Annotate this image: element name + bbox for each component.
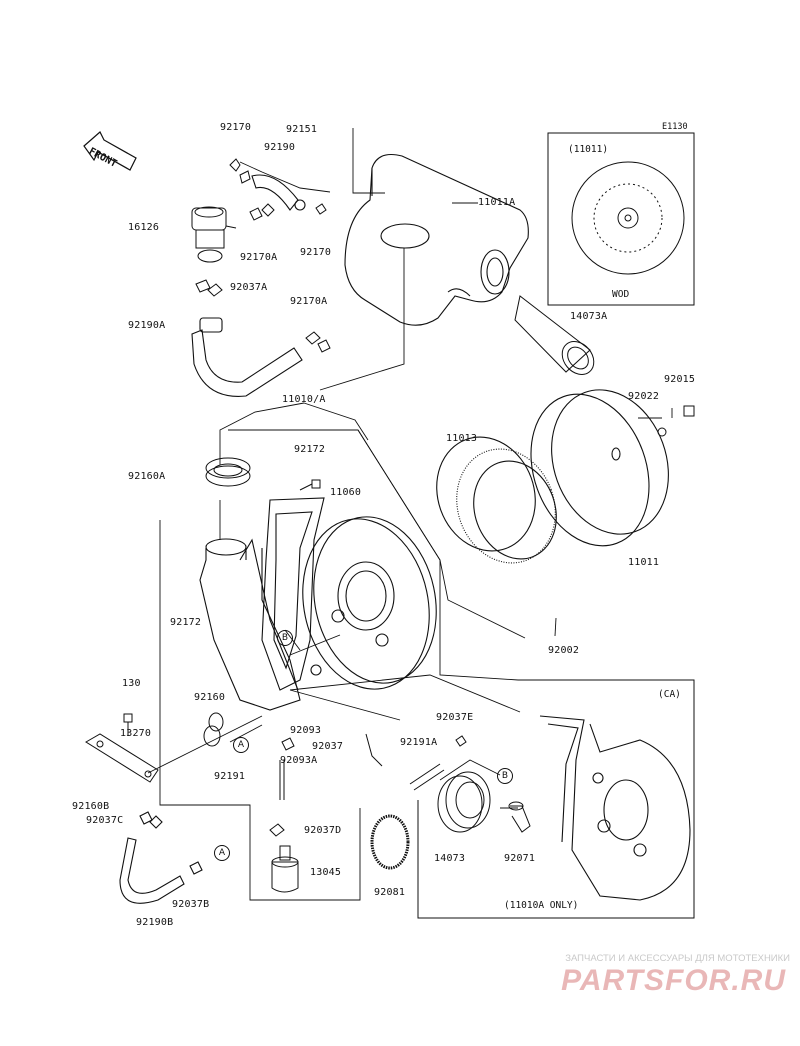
- part-label: 92170A: [240, 252, 278, 263]
- hose-92190A: [191, 317, 303, 397]
- diagram-code: E1130: [662, 122, 688, 132]
- bolt-130: [123, 713, 133, 736]
- inset-ca-caption: (11010A ONLY): [504, 900, 579, 911]
- pin-92191A: [409, 735, 467, 791]
- part-label: 92037B: [172, 899, 210, 910]
- part-label: 92151: [286, 124, 318, 135]
- part-label: 92160: [194, 692, 226, 703]
- part-label: 92015: [664, 374, 696, 385]
- part-label: 92022: [628, 391, 660, 402]
- seal-14073: [437, 771, 491, 833]
- part-label: 92093A: [280, 755, 318, 766]
- hose-92190B: [119, 811, 203, 904]
- backing-plate-11060: [302, 516, 437, 690]
- part-label: 11011: [628, 557, 660, 568]
- part-label: 13270: [120, 728, 152, 739]
- grommet-92160: [203, 712, 224, 747]
- part-label: 14073: [434, 853, 466, 864]
- part-label: 92037D: [304, 825, 342, 836]
- part-label: 92002: [548, 645, 580, 656]
- part-label: 92191: [214, 771, 246, 782]
- leader-lines: [147, 128, 673, 901]
- part-label: 11013: [446, 433, 478, 444]
- part-label: 92160A: [128, 471, 166, 482]
- clip-92037: [281, 733, 383, 767]
- part-label: 92037: [312, 741, 344, 752]
- ref-circle-a-2: A: [214, 845, 230, 861]
- part-label: 92172: [170, 617, 202, 628]
- inset-top-label: (11011): [568, 144, 609, 155]
- filter-cover-topview: [571, 161, 685, 275]
- part-label: 92093: [290, 725, 322, 736]
- part-label: 130: [122, 678, 141, 689]
- part-label: 92190A: [128, 320, 166, 331]
- part-label: 92190B: [136, 917, 174, 928]
- part-label: 11060: [330, 487, 362, 498]
- clamps-top: [195, 158, 331, 353]
- part-label: 92170: [220, 122, 252, 133]
- valve-16126: [191, 206, 237, 263]
- part-label: 13045: [310, 867, 342, 878]
- part-label: 92170A: [290, 296, 328, 307]
- part-label: 92037E: [436, 712, 474, 723]
- ref-circle-b: B: [277, 630, 293, 646]
- intake-housing: [344, 153, 529, 326]
- duct-14073A: [514, 295, 595, 375]
- fitting-92071: [508, 801, 531, 833]
- part-label: 11011A: [478, 197, 516, 208]
- filter-cover-11011: [530, 389, 669, 547]
- front-arrow-icon: [83, 131, 137, 171]
- part-label: 92170: [300, 247, 332, 258]
- part-label: 92071: [504, 853, 536, 864]
- part-label: 92190: [264, 142, 296, 153]
- gasket-plate: [261, 497, 325, 691]
- inset-box-ca: [417, 679, 695, 919]
- watermark-logo: PARTSFOR.RU: [561, 964, 786, 997]
- ref-circle-b-2: B: [497, 768, 513, 784]
- drain-parts: [269, 760, 299, 893]
- o-ring-92081: [370, 814, 410, 870]
- part-label: 14073A: [570, 311, 608, 322]
- part-label: 92037C: [86, 815, 124, 826]
- backing-plate-ca: [539, 715, 691, 901]
- breather-hose-92190: [251, 174, 306, 211]
- ref-circle-a: A: [233, 737, 249, 753]
- inset-box-top: [547, 132, 695, 306]
- part-label: 92191A: [400, 737, 438, 748]
- seal-92160A: [205, 457, 251, 487]
- inset-ca-label: (CA): [658, 689, 681, 700]
- bolt-92015: [657, 405, 695, 437]
- part-label: 92160B: [72, 801, 110, 812]
- inset-top-caption: WOD: [612, 289, 630, 300]
- bracket-13270: [85, 733, 159, 783]
- bolt-92172: [299, 479, 321, 491]
- part-label: 92172: [294, 444, 326, 455]
- intake-elbow: [199, 538, 301, 711]
- filter-element-11013: [436, 436, 557, 564]
- part-label: 16126: [128, 222, 160, 233]
- part-label: 92037A: [230, 282, 268, 293]
- watermark-tagline: ЗАПЧАСТИ И АКСЕССУАРЫ ДЛЯ МОТОТЕХНИКИ: [565, 953, 790, 964]
- part-label: 11010/A: [282, 394, 326, 405]
- part-label: 92081: [374, 887, 406, 898]
